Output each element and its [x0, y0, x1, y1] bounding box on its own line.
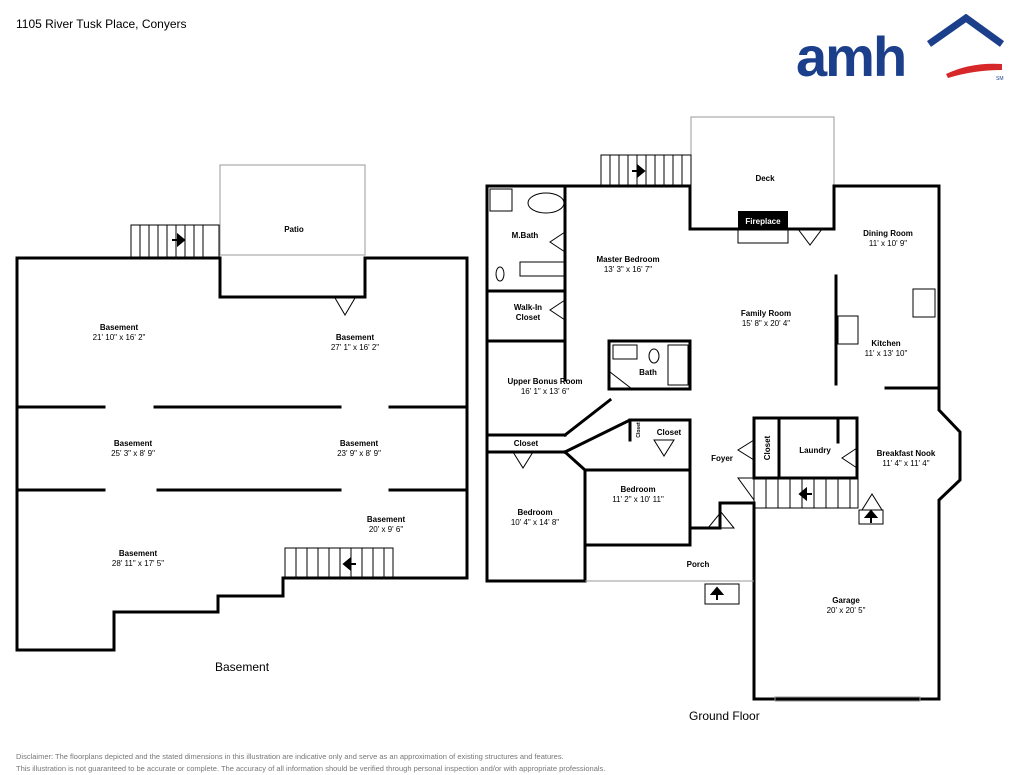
- basement-exterior-stairs: [130, 224, 220, 258]
- fireplace-label: Fireplace: [745, 217, 781, 226]
- logo-service-mark: SM: [996, 76, 1004, 82]
- kitchen-fridge-icon: [912, 288, 936, 318]
- door-swing: [861, 493, 883, 511]
- room-name: Walk-In: [514, 303, 542, 312]
- fireplace: [738, 211, 788, 229]
- room-name: Bedroom: [620, 485, 655, 494]
- room-name: Closet: [763, 435, 772, 460]
- basement-stairs-arrow-icon: [172, 232, 186, 248]
- logo-wordmark: amh: [796, 25, 905, 84]
- hearth: [737, 228, 789, 244]
- shower-icon: [489, 188, 513, 212]
- room-name: Basement: [114, 439, 153, 448]
- door-swing: [841, 447, 858, 469]
- disclaimer-line-1: Disclaimer: The floorplans depicted and …: [16, 752, 564, 761]
- ground-floor-level-label: Ground Floor: [689, 709, 760, 723]
- room-name: Basement: [100, 323, 139, 332]
- room-dim: 16' 1" x 13' 6": [521, 387, 569, 396]
- ground-floor-plan: Fireplace: [485, 116, 962, 702]
- room-name: Patio: [284, 225, 304, 234]
- bath-sink-icon: [612, 344, 638, 360]
- basement-level-label: Basement: [215, 660, 270, 674]
- room-name: Master Bedroom: [596, 255, 659, 264]
- room-dim: 10' 4" x 14' 8": [511, 518, 559, 527]
- room-name: Laundry: [799, 446, 831, 455]
- room-dim: 25' 3" x 8' 9": [111, 449, 155, 458]
- property-address: 1105 River Tusk Place, Conyers: [16, 17, 187, 31]
- room-name: Basement: [119, 549, 158, 558]
- room-name: M.Bath: [512, 231, 539, 240]
- basement-plan: Patio Basement 21' 10" x 16' 2" Basement…: [15, 164, 469, 652]
- garage-entry-arrow-icon: [863, 509, 879, 523]
- door-swing: [706, 511, 736, 529]
- disclaimer: Disclaimer: The floorplans depicted and …: [16, 751, 605, 775]
- room-name: Closet: [636, 422, 642, 438]
- room-name: Bedroom: [517, 508, 552, 517]
- room-dim: 23' 9" x 8' 9": [337, 449, 381, 458]
- room-name: Dining Room: [863, 229, 913, 238]
- room-name: Deck: [755, 174, 775, 183]
- door-swing: [609, 370, 634, 390]
- porch-step: [704, 583, 740, 605]
- door-swing: [549, 231, 566, 253]
- door-swing: [512, 451, 534, 469]
- room-dim: 27' 1" x 16' 2": [331, 343, 379, 352]
- garage-door: [774, 696, 921, 702]
- logo-swoosh: [946, 63, 1002, 78]
- room-name: Upper Bonus Room: [507, 377, 582, 386]
- basement-outer-walls: [15, 256, 469, 652]
- tub-icon: [527, 192, 565, 214]
- room-name: Family Room: [741, 309, 791, 318]
- room-name: Bath: [639, 368, 657, 377]
- room-dim: 11' x 10' 9": [869, 239, 907, 248]
- patio-door-swing: [334, 297, 356, 316]
- kitchen-walls: [832, 184, 941, 390]
- vanity-icon: [519, 261, 565, 277]
- ground-outer-walls: [485, 184, 962, 701]
- ground-rear-stairs-arrow-icon: [632, 163, 646, 179]
- room-name: Garage: [832, 596, 860, 605]
- room-name: Closet: [516, 313, 541, 322]
- room-name: Closet: [514, 439, 539, 448]
- room-dim: 20' x 9' 6": [369, 525, 404, 534]
- room-name: Kitchen: [871, 339, 900, 348]
- room-name: Porch: [687, 560, 710, 569]
- room-name: Basement: [340, 439, 379, 448]
- room-name: Basement: [367, 515, 406, 524]
- door-swing: [737, 477, 755, 502]
- room-dim: 21' 10" x 16' 2": [93, 333, 146, 342]
- kitchen-range-icon: [837, 315, 859, 345]
- bath-toilet-icon: [648, 348, 660, 364]
- porch-arrow-icon: [709, 586, 725, 600]
- door-swing: [653, 439, 675, 457]
- room-dim: 13' 3" x 16' 7": [604, 265, 652, 274]
- garage-stairs-arrow-icon: [798, 486, 812, 502]
- room-name: Breakfast Nook: [877, 449, 936, 458]
- toilet-icon: [495, 266, 505, 282]
- room-name: Closet: [657, 428, 682, 437]
- basement-interior-stairs: [284, 547, 394, 579]
- room-dim: 15' 8" x 20' 4": [742, 319, 790, 328]
- door-swing: [797, 228, 823, 246]
- amh-logo: amh SM: [796, 14, 1005, 84]
- basement-stairs-down-arrow-icon: [342, 556, 356, 572]
- door-swing: [737, 439, 755, 461]
- room-dim: 20' x 20' 5": [827, 606, 866, 615]
- room-dim: 11' x 13' 10": [865, 349, 908, 358]
- room-dim: 11' 2" x 10' 11": [612, 495, 664, 504]
- disclaimer-line-2: This illustration is not guaranteed to b…: [16, 764, 606, 773]
- room-name: Foyer: [711, 454, 733, 463]
- patio-outline: [219, 164, 366, 256]
- door-swing: [549, 299, 566, 321]
- logo-house-roof-icon: [926, 14, 1005, 47]
- ground-rear-stairs: [600, 154, 692, 186]
- bath-tub-icon: [667, 344, 689, 386]
- room-dim: 11' 4" x 11' 4": [882, 459, 929, 468]
- room-name: Basement: [336, 333, 375, 342]
- room-dim: 28' 11" x 17' 5": [112, 559, 164, 568]
